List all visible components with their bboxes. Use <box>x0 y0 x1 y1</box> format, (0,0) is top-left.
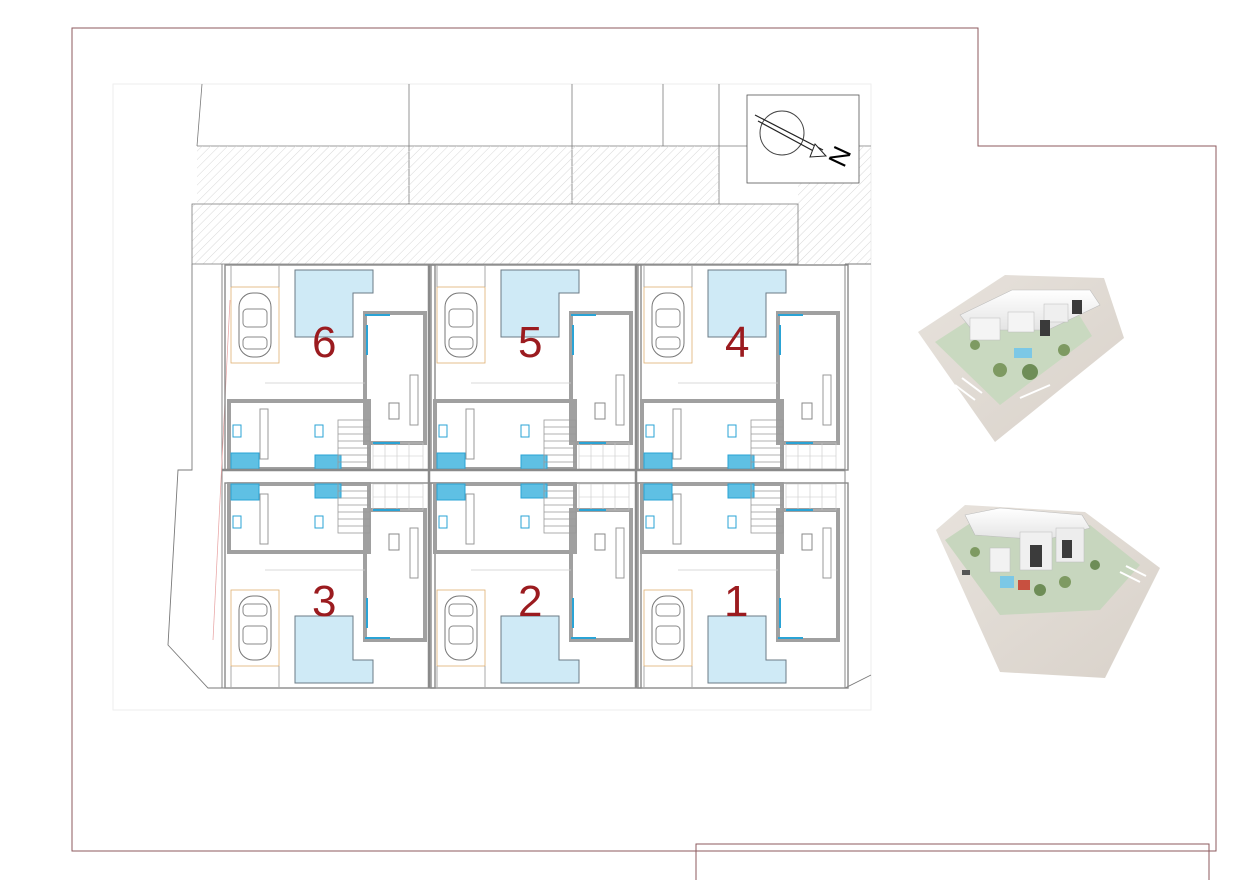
unit-number-2: 2 <box>518 577 542 626</box>
north-arrow: N <box>746 94 860 184</box>
hatched-strip-upper <box>197 146 719 204</box>
render-aerial-view-1 <box>918 275 1124 442</box>
party-walls <box>222 264 845 688</box>
unit-number-4: 4 <box>725 318 749 367</box>
access-road <box>191 203 799 265</box>
unit-number-3: 3 <box>312 577 336 626</box>
unit-number-5: 5 <box>518 318 542 367</box>
render-aerial-view-2 <box>936 505 1160 678</box>
unit-number-6: 6 <box>312 318 336 367</box>
unit-number-1: 1 <box>724 577 748 626</box>
